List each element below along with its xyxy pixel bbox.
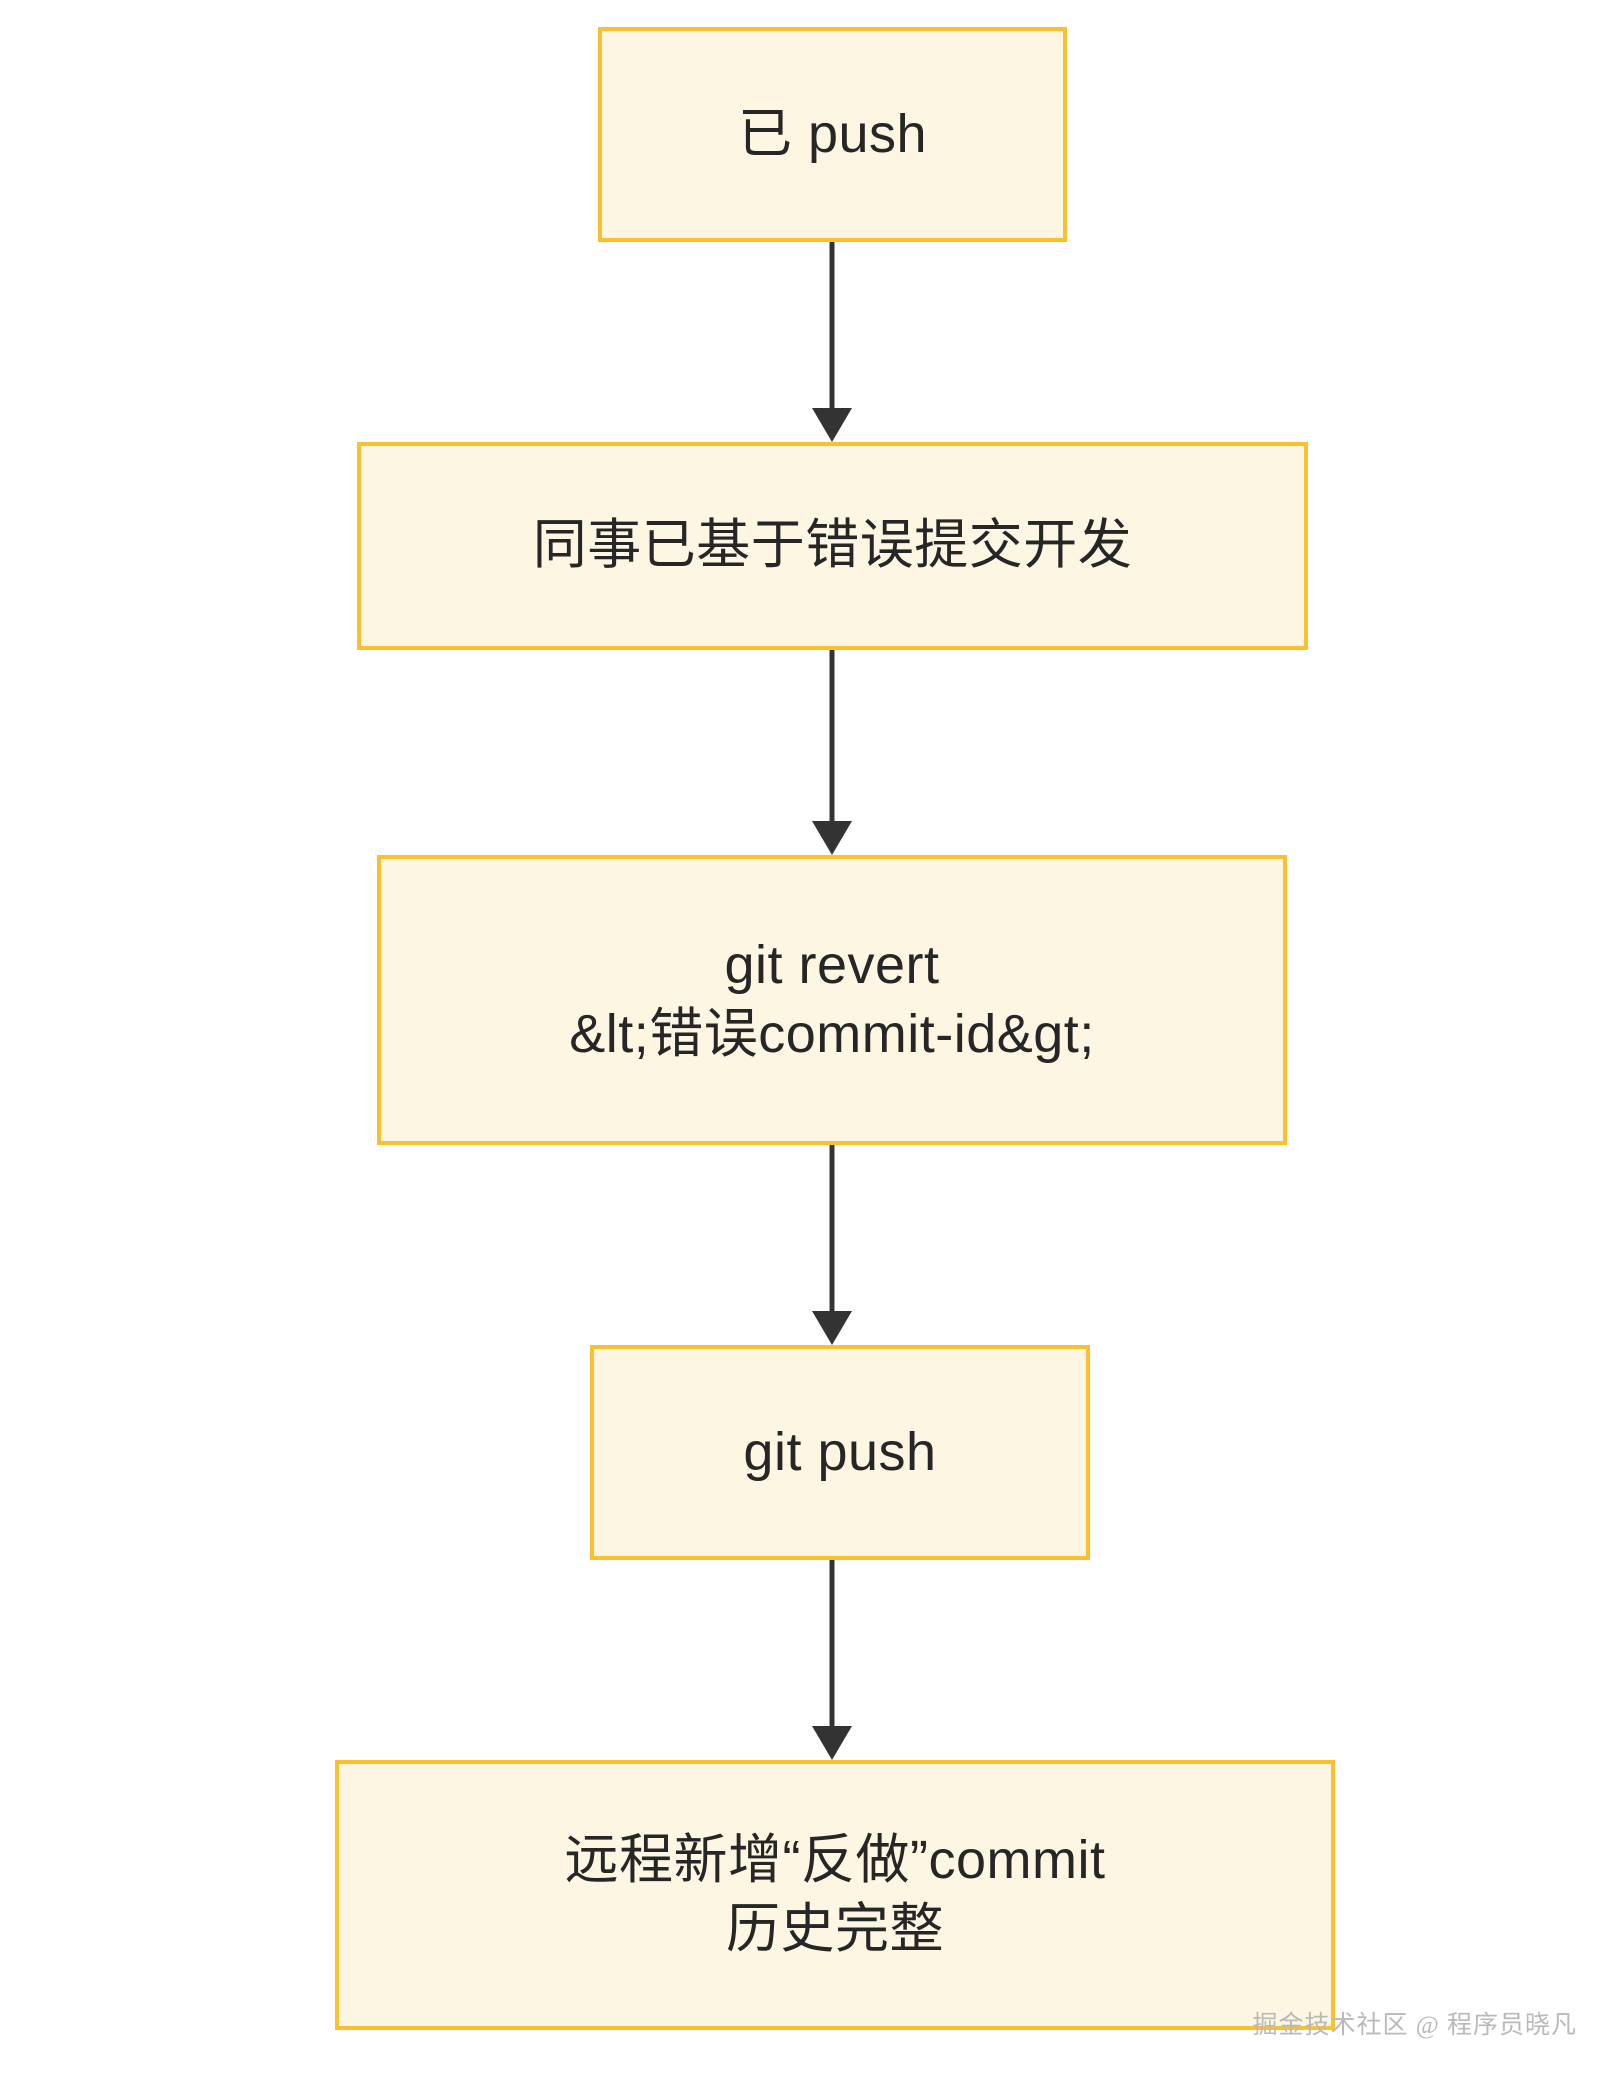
edge-git-push-to-remote-result [812,1560,852,1760]
node-pushed[interactable]: 已 push [598,27,1067,242]
watermark: 掘金技术社区 @ 程序员晓凡 [1252,2012,1577,2039]
node-git-revert-line-1: git revert [724,934,940,995]
node-remote-result[interactable]: 远程新增“反做”commit 历史完整 [335,1760,1335,2030]
node-git-revert-line-2: &lt;错误commit-id&gt; [569,1004,1095,1064]
node-colleague-based[interactable]: 同事已基于错误提交开发 [357,442,1308,650]
node-remote-result-line-2: 历史完整 [726,1899,944,1959]
node-git-push-line-1: git push [743,1421,937,1482]
edge-pushed-to-colleague-based [812,242,852,442]
node-remote-result-line-1: 远程新增“反做”commit [564,1829,1106,1890]
edge-colleague-based-to-git-revert [812,650,852,855]
edge-git-revert-to-git-push [812,1145,852,1345]
node-git-push[interactable]: git push [590,1345,1090,1560]
node-pushed-line-1: 已 push [737,103,928,164]
node-colleague-based-line-1: 同事已基于错误提交开发 [532,515,1133,576]
node-git-revert[interactable]: git revert &lt;错误commit-id&gt; [377,855,1287,1145]
